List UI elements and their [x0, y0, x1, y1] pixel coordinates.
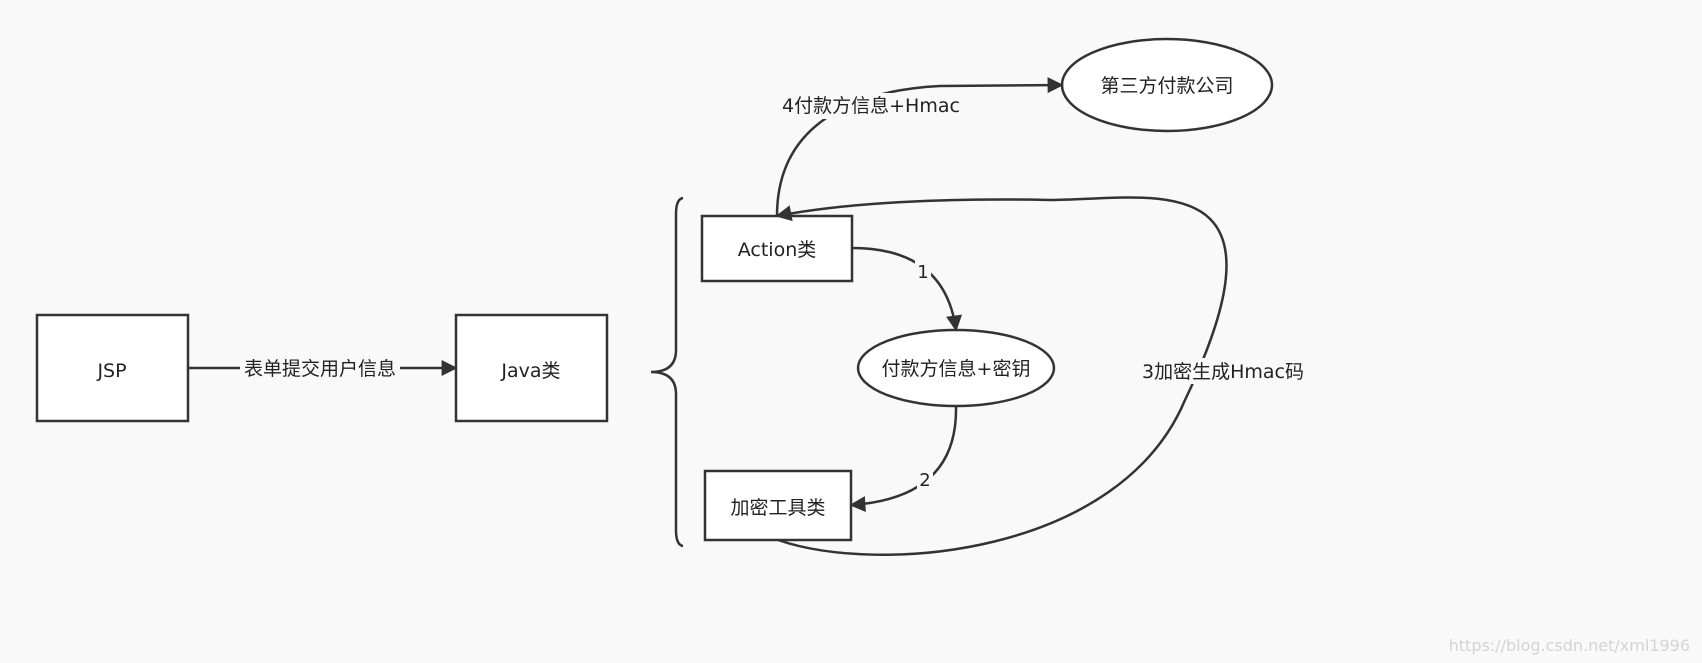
edge-step4-label: 4付款方信息+Hmac: [782, 95, 960, 117]
watermark-text: https://blog.csdn.net/xml1996: [1449, 636, 1690, 655]
third-party-node: 第三方付款公司: [1060, 37, 1274, 133]
edge-step1: 1: [851, 246, 963, 332]
action-class-node: Action类: [700, 214, 854, 283]
edge-form-submit-label: 表单提交用户信息: [244, 358, 396, 380]
java-class-node: Java类: [454, 313, 609, 423]
java-class-label: Java类: [500, 360, 560, 382]
encrypt-util-label: 加密工具类: [730, 497, 825, 519]
action-class-label: Action类: [738, 239, 817, 261]
payer-info-key-label: 付款方信息+密钥: [882, 358, 1031, 380]
jsp-node: JSP: [35, 313, 190, 423]
edge-step4: 4付款方信息+Hmac: [775, 77, 1064, 217]
third-party-label: 第三方付款公司: [1100, 75, 1233, 97]
edge-form-submit: 表单提交用户信息: [188, 356, 458, 380]
edge-step2: 2: [849, 405, 958, 513]
group-brace: [650, 196, 684, 548]
edge-step3: 3加密生成Hmac码: [775, 196, 1305, 556]
encrypt-util-node: 加密工具类: [703, 469, 853, 542]
edge-step3-label: 3加密生成Hmac码: [1142, 361, 1304, 383]
payer-info-key-node: 付款方信息+密钥: [856, 328, 1056, 408]
edge-step2-label: 2: [919, 470, 930, 491]
jsp-label: JSP: [96, 360, 126, 382]
edge-step1-label: 1: [917, 262, 928, 283]
